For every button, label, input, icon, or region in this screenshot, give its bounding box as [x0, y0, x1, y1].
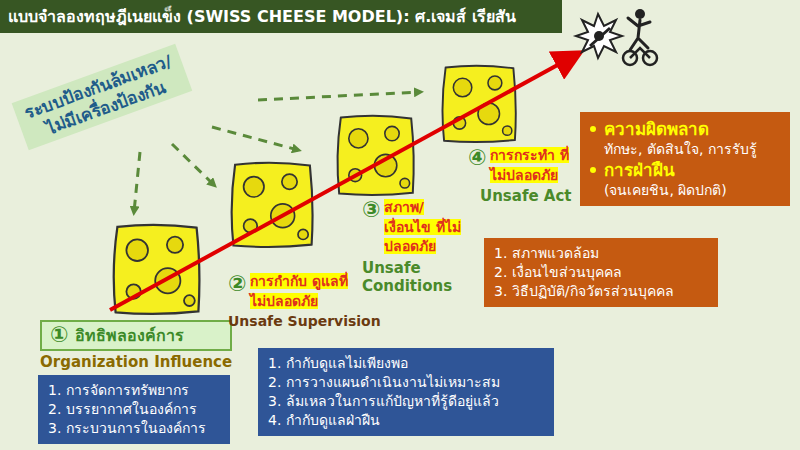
title-wrap: การกระทำ ที่ไม่ปลอดภัย [490, 146, 571, 185]
stage-name: Organization Influence [40, 353, 232, 371]
text-group: Unsafe Conditions [362, 257, 472, 295]
bullet-row: การฝ่าฝืน [590, 159, 780, 181]
text-group: 1. กำกับดูแลไม่เพียงพอ2. การวางแผนดำเนิน… [258, 348, 554, 436]
text-group: ①อิทธิพลองค์การ [40, 320, 232, 351]
list-item: 1. สภาพแวดล้อม [494, 244, 708, 263]
stage-title: อิทธิพลองค์การ [75, 323, 184, 348]
text-group: Organization Influence [40, 351, 232, 371]
list-item: 3. กระบวนการในองค์การ [48, 419, 220, 438]
text-group: Unsafe Supervision [228, 311, 381, 329]
list-item: 3. ล้มเหลวในการแก้ปัญหาที่รู้ดีอยู่แล้ว [268, 392, 544, 411]
text-group: 1. การจัดการทรัพยากร2. บรรยากาศในองค์การ… [38, 375, 230, 444]
list-item: 2. บรรยากาศในองค์การ [48, 400, 220, 419]
stage-box: ④การกระทำ ที่ไม่ปลอดภัย Unsafe Act [468, 146, 572, 205]
text-group: 1. สภาพแวดล้อม2. เงื่อนไขส่วนบุคคล3. วิธ… [484, 238, 718, 307]
title-wrap: สภาพ/ เงื่อนไข ที่ไม่ปลอดภัย [384, 198, 465, 257]
stage-title: สภาพ/ เงื่อนไข ที่ไม่ปลอดภัย [384, 199, 461, 254]
bullet-heading: ความผิดพลาด [604, 118, 709, 140]
accident-icon [576, 9, 657, 65]
list-item: 1. กำกับดูแลไม่เพียงพอ [268, 354, 544, 373]
stage-box: 1. การจัดการทรัพยากร2. บรรยากาศในองค์การ… [38, 375, 230, 444]
stage-box: ②การกำกับ ดูแลที่ไม่ปลอดภัย Unsafe Superv… [228, 272, 381, 329]
cheese-slice [442, 66, 515, 142]
bullet-dot [590, 126, 596, 132]
cheese-slice [338, 116, 414, 195]
stage-box: ③สภาพ/ เงื่อนไข ที่ไม่ปลอดภัยUnsafe Cond… [362, 198, 472, 295]
bullet-heading: การฝ่าฝืน [604, 159, 675, 181]
callout-number: ④ [468, 146, 487, 170]
text-group: ความผิดพลาดทักษะ, ตัดสินใจ, การรับรู้การ… [580, 112, 790, 206]
list-item: 2. การวางแผนดำเนินงานไม่เหมาะสม [268, 373, 544, 392]
text-group: Unsafe Act [468, 185, 572, 205]
list-item: 2. เงื่อนไขส่วนบุคคล [494, 263, 708, 282]
bullet-text: ทักษะ, ตัดสินใจ, การรับรู้ [590, 140, 780, 159]
stage-box: ①อิทธิพลองค์การ Organization Influence [40, 320, 232, 371]
warning-label: ระบบป้องกันล้มเหลว/ ไม่มีเครื่องป้องกัน [12, 44, 193, 151]
stage-box: 1. สภาพแวดล้อม2. เงื่อนไขส่วนบุคคล3. วิธ… [484, 238, 718, 307]
stage-name: Unsafe Act [468, 187, 572, 205]
title-wrap: การกำกับ ดูแลที่ไม่ปลอดภัย [250, 272, 358, 311]
stage-box: 1. กำกับดูแลไม่เพียงพอ2. การวางแผนดำเนิน… [258, 348, 554, 436]
stage-box: ความผิดพลาดทักษะ, ตัดสินใจ, การรับรู้การ… [580, 112, 790, 206]
list-item: 4. กำกับดูแลฝ่าฝืน [268, 411, 544, 430]
stage-title: การกระทำ ที่ไม่ปลอดภัย [490, 147, 569, 183]
stage-name: Unsafe Supervision [228, 313, 381, 329]
title-text: แบบจำลองทฤษฎีเนยแข็ง (SWISS CHEESE MODEL… [0, 4, 516, 29]
text-group: ③สภาพ/ เงื่อนไข ที่ไม่ปลอดภัย [362, 198, 472, 257]
stage-title: การกำกับ ดูแลที่ไม่ปลอดภัย [250, 273, 348, 309]
label-text: ระบบป้องกันล้มเหลว/ ไม่มีเครื่องป้องกัน [20, 49, 184, 145]
text-group: ②การกำกับ ดูแลที่ไม่ปลอดภัย [228, 272, 381, 311]
bullet-dot [590, 167, 596, 173]
title-bar: แบบจำลองทฤษฎีเนยแข็ง (SWISS CHEESE MODEL… [0, 0, 562, 33]
list-item: 3. วิธีปฏิบัติ/กิจวัตรส่วนบุคคล [494, 282, 708, 301]
text-group: ④การกระทำ ที่ไม่ปลอดภัย [468, 146, 572, 185]
bullet-row: ความผิดพลาด [590, 118, 780, 140]
callout-number: ③ [362, 198, 381, 222]
bullet-text: (จนเคยชิน, ผิดปกติ) [590, 181, 780, 200]
callout-number: ① [50, 323, 69, 347]
callout-number: ② [228, 272, 247, 296]
list-item: 1. การจัดการทรัพยากร [48, 381, 220, 400]
stage-name: Unsafe Conditions [362, 259, 472, 295]
